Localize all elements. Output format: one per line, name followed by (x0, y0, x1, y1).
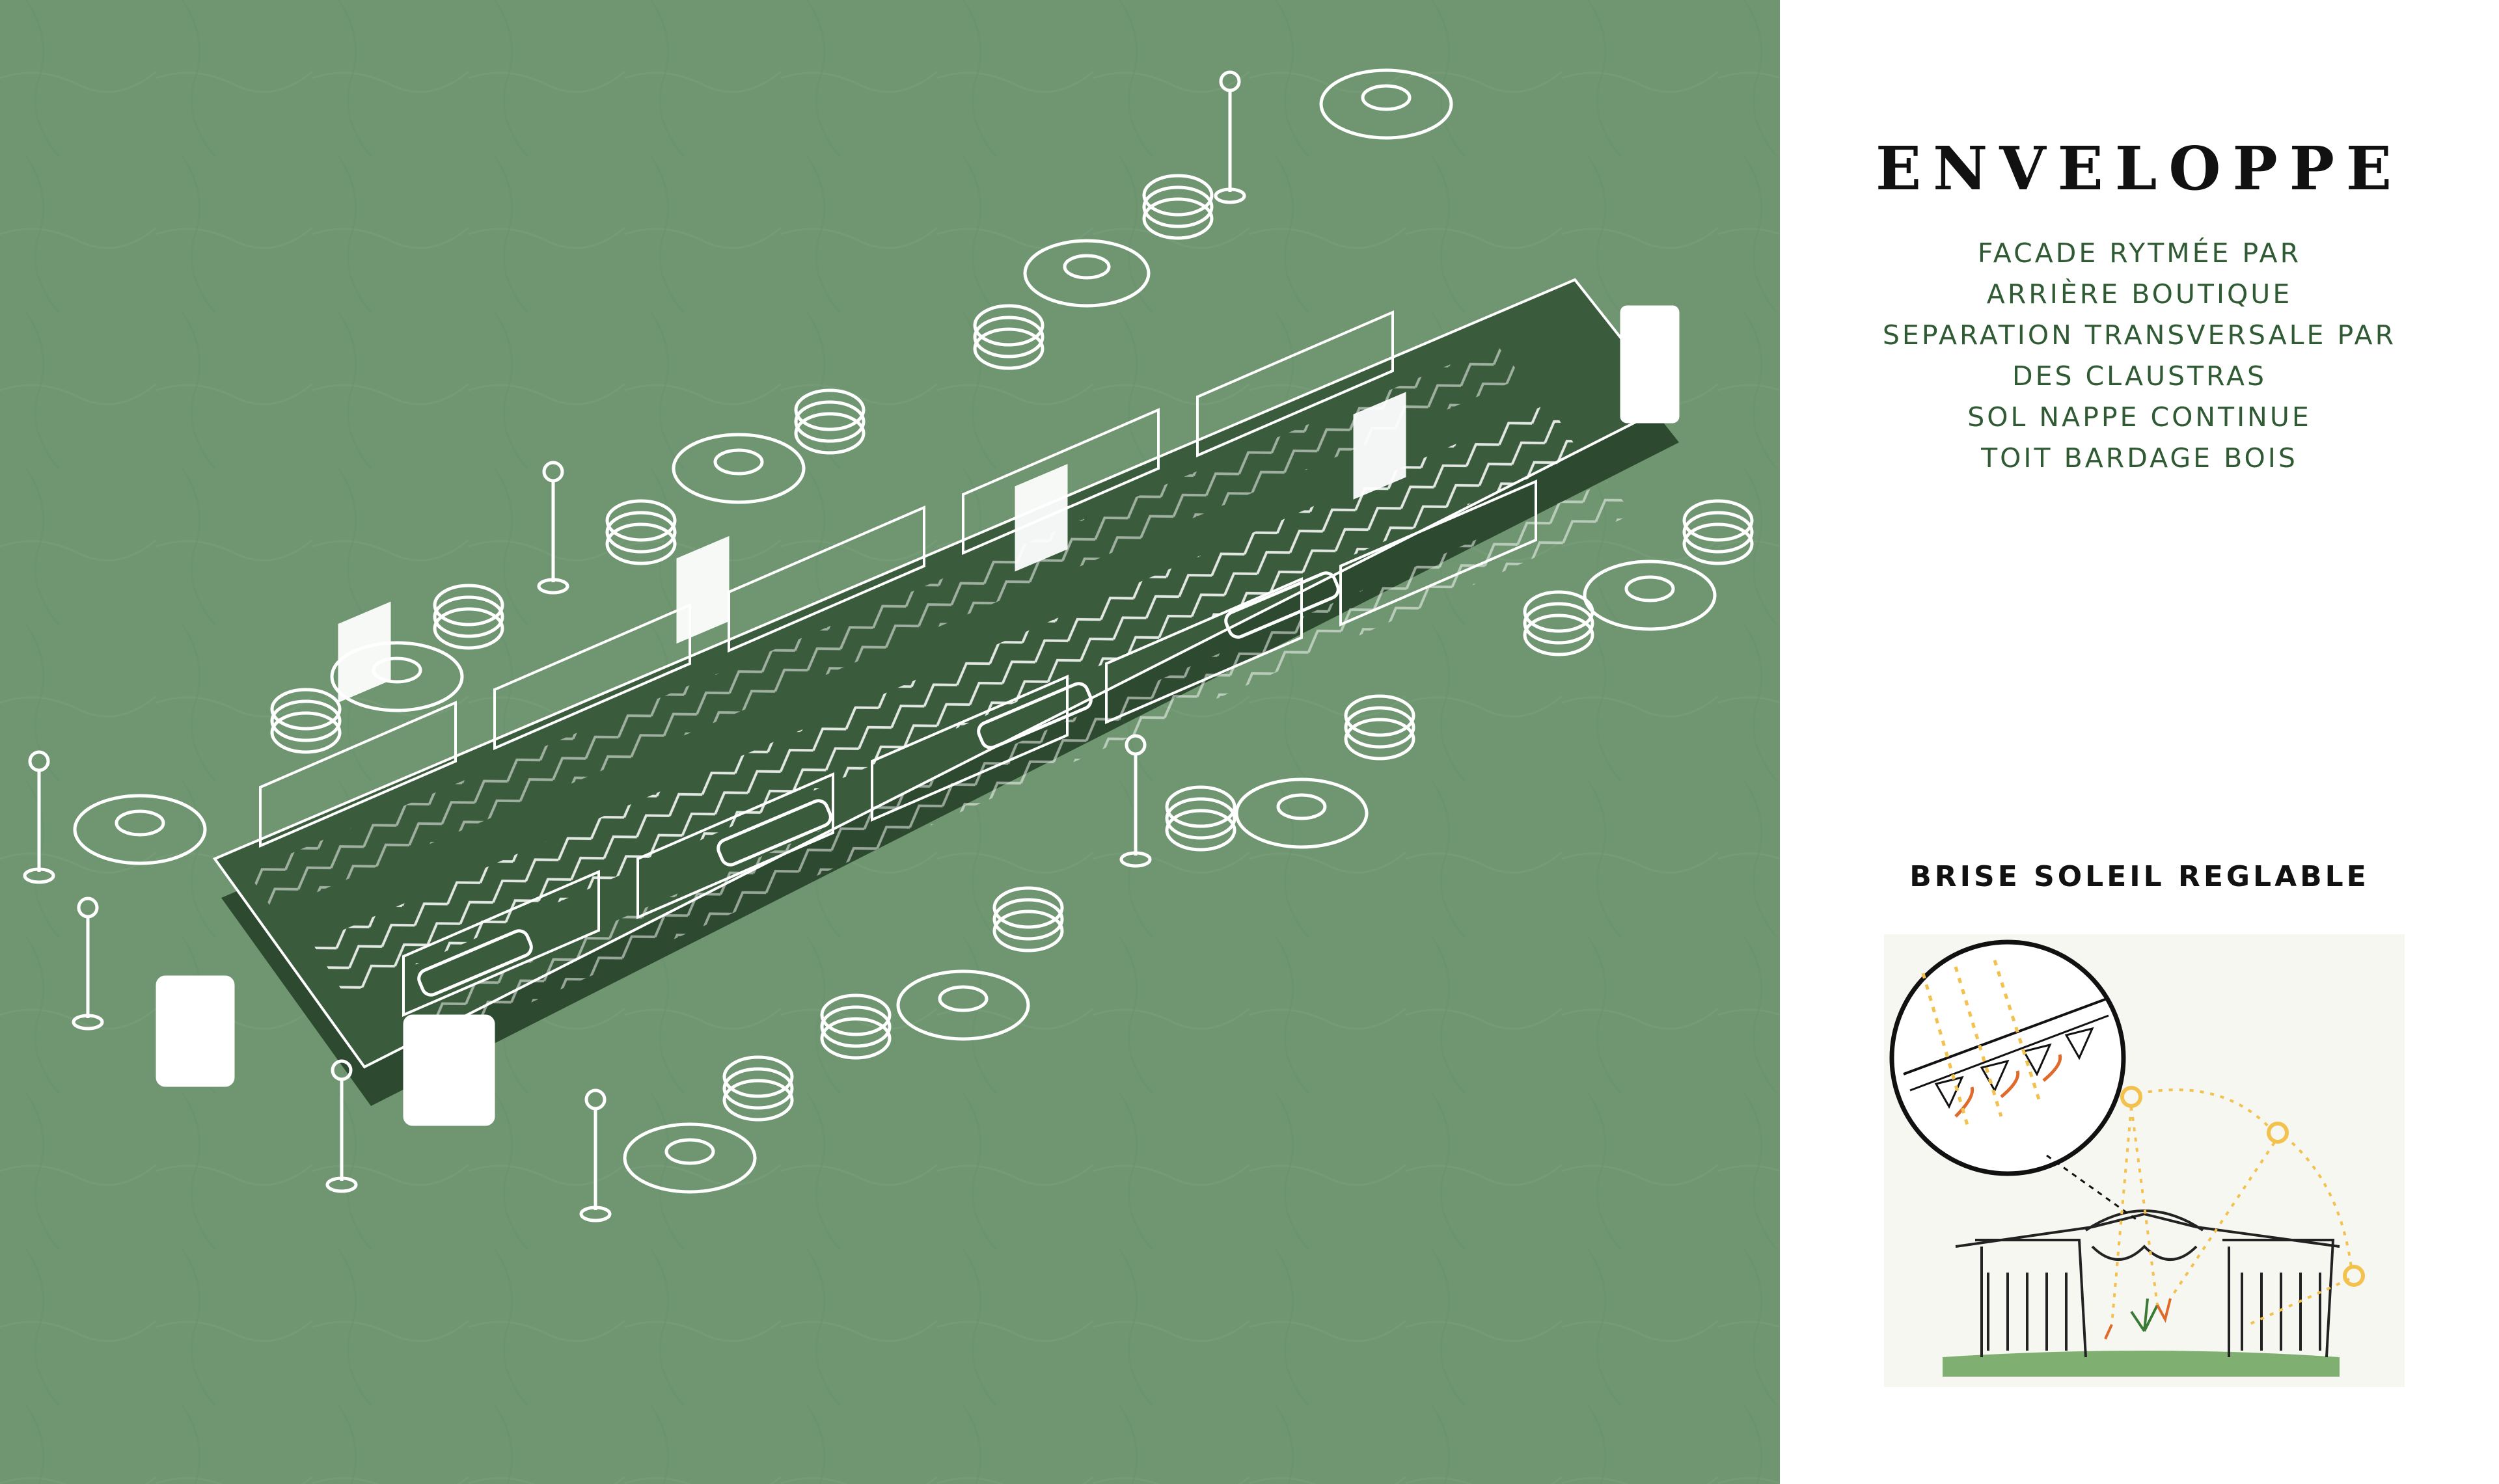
note-line: ARRIÈRE BOUTIQUE (1986, 278, 2293, 310)
detail-zoom-circle (1889, 939, 2126, 1176)
shop-outlines (259, 310, 1537, 1018)
note-line: DES CLAUSTRAS (2012, 360, 2267, 392)
note-line: SOL NAPPE CONTINUE (1967, 401, 2312, 433)
detail-title: BRISE SOLEIL REGLABLE (1909, 860, 2369, 893)
sun-icon (2120, 1086, 2365, 1287)
building-slab (212, 278, 1679, 1106)
note-line: TOIT BARDAGE BOIS (1981, 442, 2298, 474)
axonometric-drawing (0, 0, 1780, 1484)
aisle-benches (417, 571, 1340, 997)
note-line: FACADE RYTMÉE PAR (1977, 237, 2302, 269)
note-line: SEPARATION TRANSVERSALE PAR (1882, 319, 2397, 351)
sun-shade-sketch (1884, 934, 2405, 1387)
axonometric-panel (0, 0, 1780, 1484)
design-notes: FACADE RYTMÉE PAR ARRIÈRE BOUTIQUE SEPAR… (1780, 233, 2499, 479)
ground-strip (1943, 1351, 2340, 1377)
tree-icon (2130, 1298, 2159, 1332)
side-panel: ENVELOPPE FACADE RYTMÉE PAR ARRIÈRE BOUT… (1780, 0, 2499, 1484)
transverse-claustras (156, 305, 1680, 1126)
round-planter-icon (73, 68, 1717, 1194)
sun-path (2110, 1088, 2353, 1326)
panel-title: ENVELOPPE (1875, 133, 2404, 204)
stacked-bench-icon (270, 174, 1754, 1122)
street-lamp-icon (23, 70, 1246, 1222)
central-aisle-floor (312, 403, 1581, 995)
market-hall-section (1955, 1209, 2340, 1358)
